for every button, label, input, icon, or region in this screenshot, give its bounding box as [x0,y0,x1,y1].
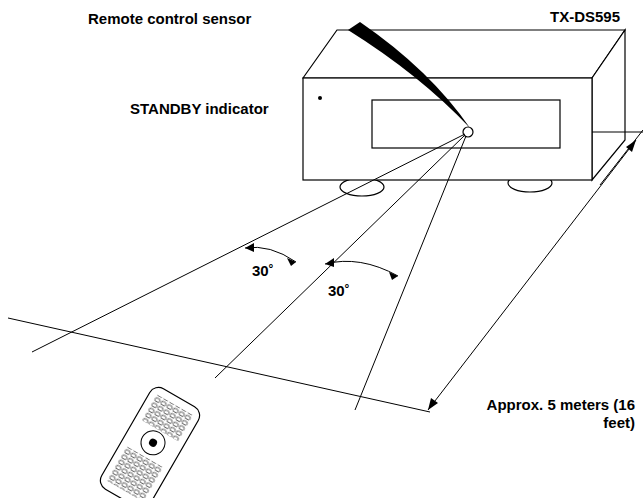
angle-arrowheads [245,243,398,280]
leader-wedge [348,22,470,128]
angle-label: 30˚ [328,282,350,300]
model-name: TX-DS595 [550,8,620,26]
angle-label: 30˚ [252,262,274,280]
part-name: Remote control sensor [88,10,251,28]
distance-arrow [428,130,643,410]
distance-label: Approx. 5 meters (16 feet) [485,396,635,432]
part-name: STANDBY indicator [130,100,269,118]
rays [8,134,466,412]
receiver [303,30,643,196]
standby-led [318,96,322,100]
remote-control [97,384,203,498]
